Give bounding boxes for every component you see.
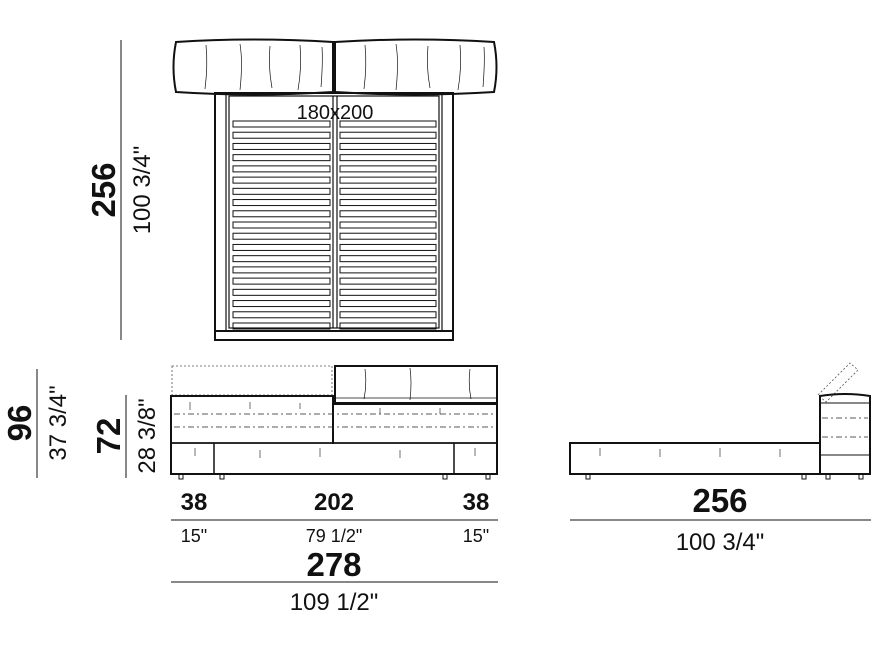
slat (232, 277, 331, 285)
slat (232, 221, 331, 229)
bed-frame-foot (214, 330, 454, 341)
slat (339, 300, 437, 308)
middle-width-cm: 202 (314, 489, 354, 516)
left-width-cm: 38 (181, 489, 208, 516)
headboard-wrinkles (204, 43, 485, 91)
slat (232, 243, 331, 251)
depth-in: 100 3/4" (129, 146, 156, 235)
tilted-cushion (817, 362, 859, 403)
slat (339, 221, 437, 229)
slat (339, 311, 437, 319)
slat (232, 199, 331, 207)
side-length-in: 100 3/4" (676, 529, 765, 556)
slat (339, 255, 437, 263)
slat (232, 322, 331, 330)
slat (232, 288, 331, 296)
side-length-cm: 256 (692, 482, 747, 519)
total-height-in: 37 3/4" (45, 385, 72, 460)
seat-base (569, 442, 821, 475)
mattress-size-label: 180x200 (297, 102, 374, 124)
front-view: 96 37 3/4" 72 28 3/8" 38 202 38 15" 79 1… (1, 365, 498, 616)
slat (232, 232, 331, 240)
slatted-base (228, 95, 440, 329)
slat (232, 255, 331, 263)
slat (339, 199, 437, 207)
slat (232, 142, 331, 150)
slat (339, 288, 437, 296)
top-view: 180x200 256 100 3/4" (85, 38, 498, 341)
left-width-in: 15" (181, 526, 207, 546)
slats (232, 120, 437, 330)
slat (339, 120, 437, 128)
seat-height-cm: 72 (90, 418, 127, 455)
headboard-left-cushion (172, 38, 334, 96)
middle-width-in: 79 1/2" (306, 526, 362, 546)
total-width-cm: 278 (306, 546, 361, 583)
headboard-right-cushion (334, 38, 498, 96)
slat (339, 154, 437, 162)
slat (232, 311, 331, 319)
depth-cm: 256 (85, 162, 122, 217)
right-width-cm: 38 (463, 489, 490, 516)
slat (232, 131, 331, 139)
backrest (819, 393, 871, 475)
slat (232, 210, 331, 218)
slat (232, 187, 331, 195)
total-width-in: 109 1/2" (290, 589, 379, 616)
slat (339, 266, 437, 274)
seat-height-in: 28 3/8" (134, 398, 161, 473)
raised-cushion (334, 365, 498, 404)
slat (339, 165, 437, 173)
ghost-cushion (171, 365, 333, 396)
slat (339, 176, 437, 184)
slat (339, 131, 437, 139)
slat (339, 277, 437, 285)
slat (339, 187, 437, 195)
slat (232, 300, 331, 308)
slat (339, 232, 437, 240)
slat (339, 322, 437, 330)
slat (339, 142, 437, 150)
slat (232, 266, 331, 274)
slat (232, 176, 331, 184)
slat (232, 120, 331, 128)
side-view: 256 100 3/4" (569, 362, 871, 556)
slat (232, 165, 331, 173)
total-height-cm: 96 (1, 405, 38, 442)
slat (339, 210, 437, 218)
right-width-in: 15" (463, 526, 489, 546)
slat (232, 154, 331, 162)
slat (339, 243, 437, 251)
